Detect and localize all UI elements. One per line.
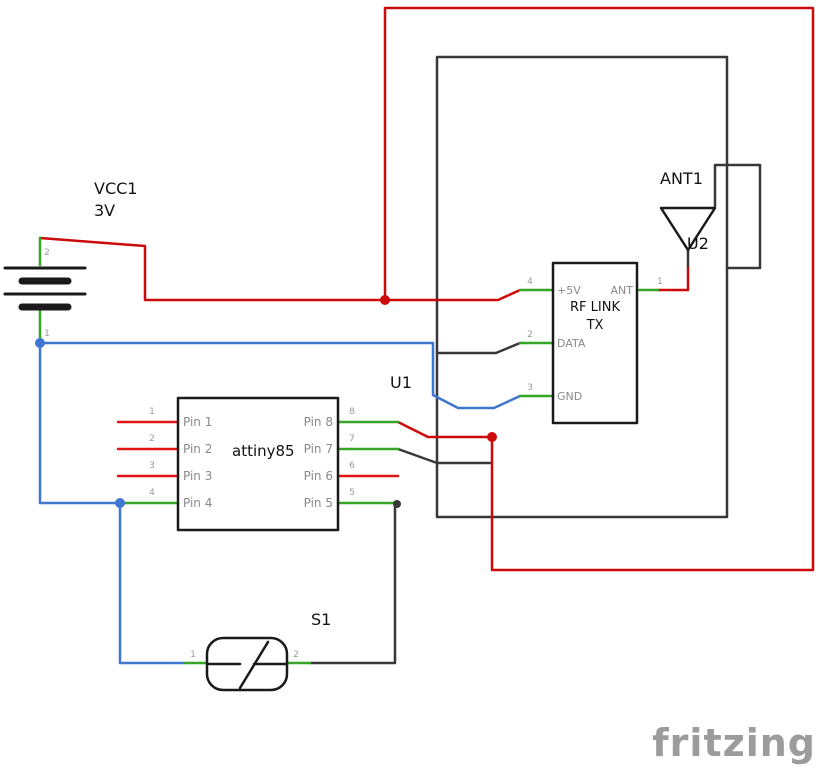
attiny-pin2-number: 2 [149,434,155,444]
wire-data[interactable] [435,341,522,355]
switch-symbol[interactable] [205,636,289,692]
rf-gnd-label: GND [557,390,582,403]
switch-designator-label: S1 [311,610,331,629]
attiny-pin3-label: Pin 3 [183,469,212,483]
attiny-pin5-number: 5 [349,488,355,498]
attiny-pin1-label: Pin 1 [183,415,212,429]
outlines-layer [3,206,717,692]
pin-numbers-layer: 1 2 3 4 8 7 6 5 4 2 3 1 2 1 1 2 [44,248,663,660]
antenna-symbol[interactable] [659,206,717,252]
junction-dot-vcc [380,295,390,305]
junction-dot-gnd-pin4 [115,498,125,508]
junction-dot-vcc-pin8 [487,432,497,442]
rf-title-line1: RF LINK [570,300,620,315]
rf-5v-label: +5V [557,284,581,297]
fritzing-watermark: fritzing [652,721,816,765]
battery-bottom-pin-number: 1 [44,329,50,339]
attiny-pin7-label: Pin 7 [304,442,333,456]
wire-gnd-rf[interactable] [38,341,522,410]
wire-ant[interactable] [656,266,690,292]
rf-ant-number: 1 [657,277,663,287]
chip-titles-layer: attiny85 RF LINK TX [232,300,620,460]
green-legs-layer [38,236,660,665]
rf-module-body[interactable] [551,261,639,425]
rf-title-line2: TX [586,318,604,333]
junction-dot-pin5 [393,500,401,508]
attiny85-title: attiny85 [232,442,295,460]
rf-data-number: 2 [527,330,533,340]
attiny-pin6-number: 6 [349,461,355,471]
wire-vcc-battery-rf[interactable] [38,236,522,302]
component-labels-layer: VCC1 3V ANT1 U2 U1 S1 [94,169,709,629]
rf-5v-number: 4 [527,277,533,287]
attiny-pin8-label: Pin 8 [304,415,333,429]
attiny-designator-label: U1 [390,373,412,392]
wire-switch-pin5[interactable] [308,501,400,665]
black-wires-layer [308,55,762,665]
attiny-pin7-number: 7 [349,434,355,444]
wire-signal-loop[interactable] [435,55,729,519]
rf-gnd-number: 3 [527,383,533,393]
wire-vcc-loop[interactable] [383,6,815,572]
attiny-pin4-label: Pin 4 [183,496,212,510]
rf-ant-label: ANT [611,284,634,297]
attiny-pin5-label: Pin 5 [304,496,333,510]
rf-data-label: DATA [557,337,586,350]
battery-value-label: 3V [94,201,115,220]
attiny85-body[interactable] [176,396,340,532]
switch-left-pin-number: 1 [190,650,196,660]
rf-designator-label: U2 [687,234,709,253]
attiny-pin3-number: 3 [149,461,155,471]
wire-gnd-pin4[interactable] [38,341,120,505]
red-wires-layer [38,6,815,572]
red-legs-layer [116,420,400,478]
battery-designator-label: VCC1 [94,179,137,198]
rf-pin-labels-layer: +5V DATA GND ANT [557,284,633,403]
junction-dot-gnd-battery [35,338,45,348]
switch-lever [238,640,270,690]
switch-right-pin-number: 2 [293,650,299,660]
wire-vcc-pin8[interactable] [396,420,494,439]
wire-gnd-switch[interactable] [118,501,187,665]
wire-antenna-top[interactable] [713,163,762,270]
attiny-pin8-number: 8 [349,407,355,417]
antenna-designator-label: ANT1 [660,169,703,188]
attiny-pin4-number: 4 [149,488,155,498]
attiny-pin1-number: 1 [149,407,155,417]
attiny-pin2-label: Pin 2 [183,442,212,456]
wire-pin7[interactable] [396,447,492,465]
battery-top-pin-number: 2 [44,248,50,258]
attiny-pin6-label: Pin 6 [304,469,333,483]
pin-labels-layer: Pin 1 Pin 2 Pin 3 Pin 4 Pin 8 Pin 7 Pin … [183,415,333,510]
blue-wires-layer [38,341,522,665]
